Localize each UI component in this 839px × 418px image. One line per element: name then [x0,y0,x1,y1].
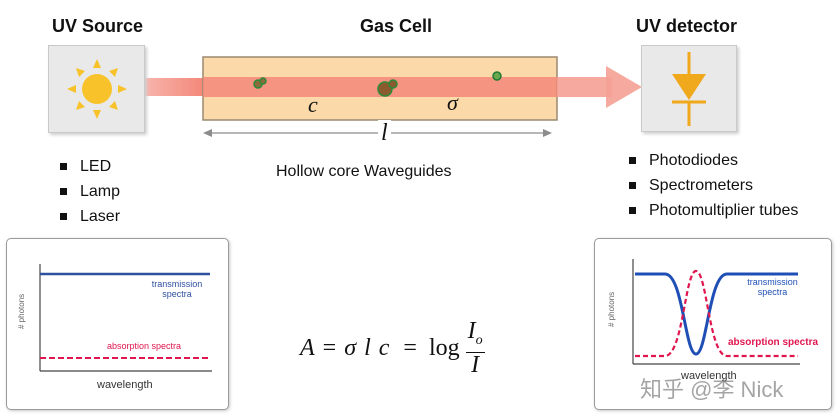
watermark-text: 知乎 @李 Nick [640,377,784,402]
list-item: Photodiodes [625,148,798,173]
cross-section-symbol: σ [447,90,458,115]
detector-spectrum-panel: # photons wavelength transmission spectr… [594,238,832,410]
equation-sigma: σ [344,334,357,361]
list-item: Laser [56,204,120,229]
x-axis-label: wavelength [97,379,153,391]
equation-l: l [364,334,371,361]
list-item: LED [56,154,120,179]
absorption-label: absorption spectra [107,341,182,351]
length-arrow-right [543,129,552,137]
equation-fraction: Io I [465,319,485,379]
sun-icon [67,59,127,119]
list-item: Photomultiplier tubes [625,198,798,223]
transmission-curve [635,272,798,356]
source-spectrum-panel: # photons wavelength transmission spectr… [6,238,229,410]
detector-list: Photodiodes Spectrometers Photomultiplie… [625,148,798,223]
uv-source-title: UV Source [52,16,144,36]
transmission-label: transmission spectra [151,279,203,299]
concentration-symbol: c [308,92,318,117]
equation-denominator: I [471,352,480,379]
cell-caption: Hollow core Waveguides [276,163,452,180]
equation-equals: = [322,334,337,361]
beam-segment-out [557,77,612,97]
length-arrow-left [203,129,212,137]
absorption-curve [635,269,798,358]
uv-source-box [48,45,145,133]
equation-log: log [428,334,460,361]
y-axis-label: # photons [17,293,26,329]
absorption-label: absorption spectra [728,337,819,348]
list-item: Spectrometers [625,173,798,198]
molecule [492,71,502,81]
beam-segment-in [143,78,208,96]
equation-numerator: Io [465,319,485,354]
equation-c: c [378,334,390,361]
equation-equals-2: = [403,334,417,361]
molecule [253,77,267,89]
list-item: Lamp [56,179,120,204]
optical-path [143,56,642,137]
gas-cell-title: Gas Cell [360,16,433,36]
detector-spectrum-plot [632,259,800,365]
y-axis-label: # photons [607,291,616,327]
equation-absorbance: A [300,334,315,361]
beer-lambert-equation: A = σ l c = log Io I [300,318,485,378]
transmission-label: transmission spectra [747,277,798,297]
beam-arrowhead [606,66,642,108]
x-axis-label: wavelength [681,370,737,382]
source-list: LED Lamp Laser [56,154,120,229]
uv-detector-box [641,45,737,132]
source-spectrum-plot [39,264,212,372]
photodiode-icon [672,52,706,126]
path-length-symbol: l [378,120,391,147]
uv-detector-title: UV detector [636,16,738,36]
molecule [377,79,398,97]
